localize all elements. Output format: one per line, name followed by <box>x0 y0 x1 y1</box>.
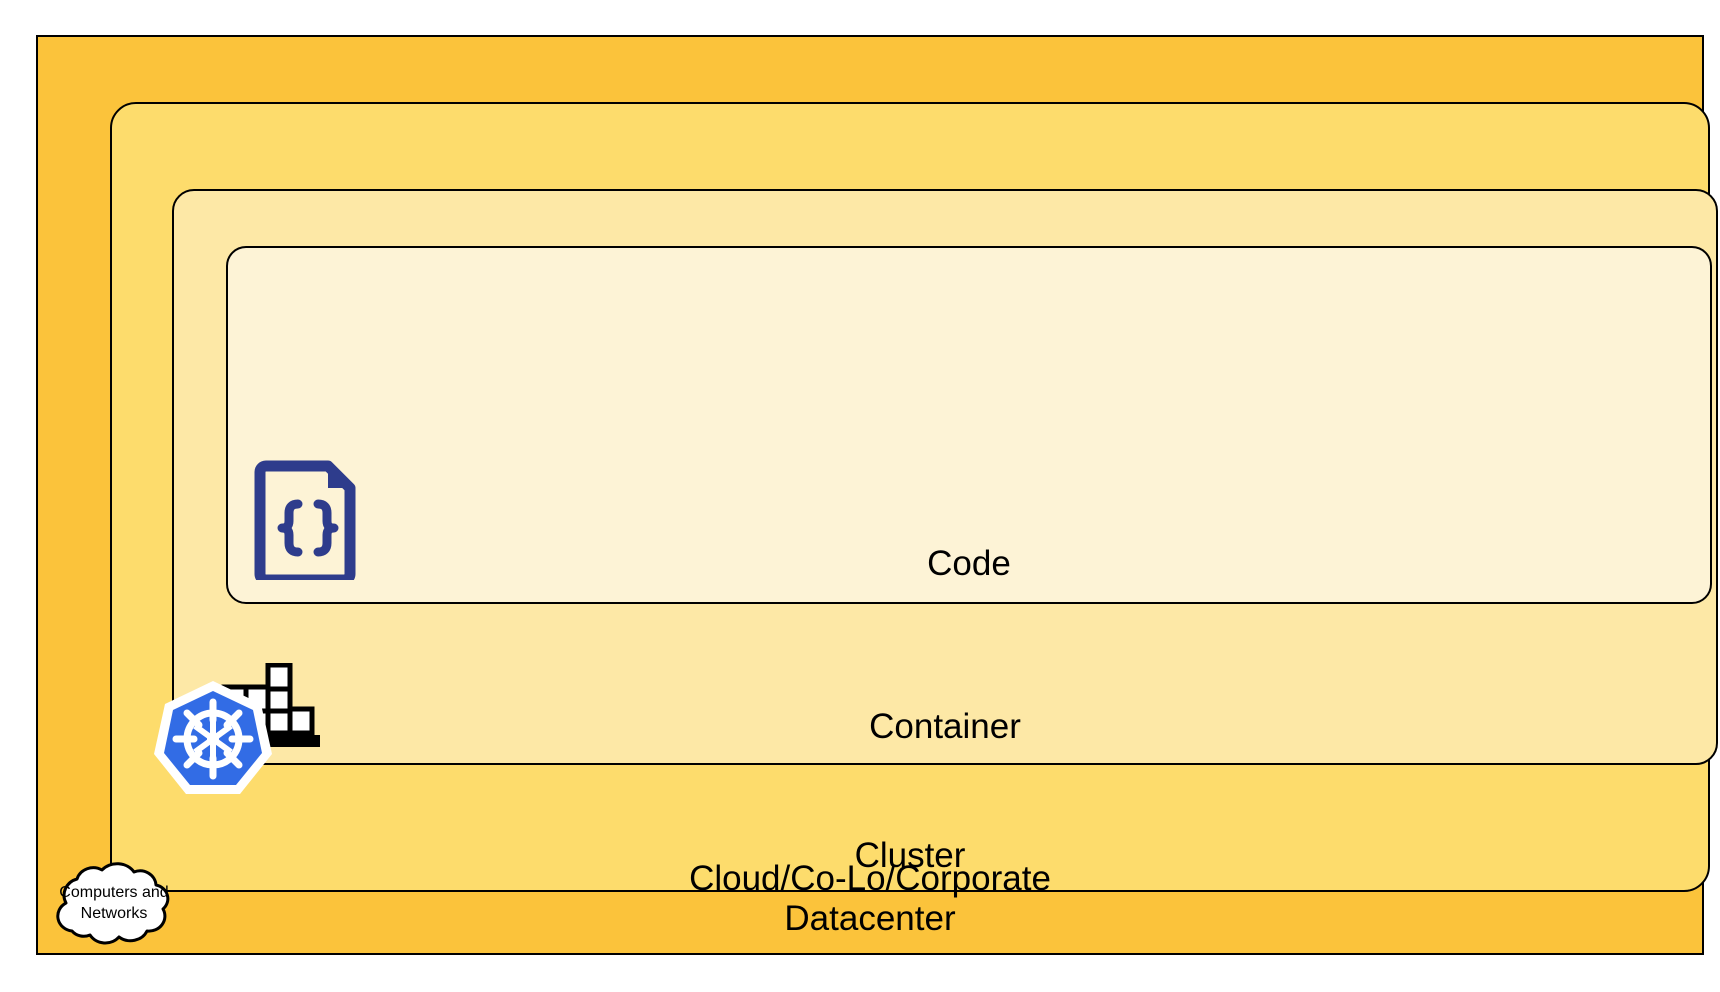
layer-code: Code <box>226 246 1712 604</box>
layer-container: Code <box>172 189 1718 765</box>
layer-datacenter: Code <box>36 35 1718 955</box>
layer-label-container: Container <box>869 707 1021 746</box>
code-document-icon <box>254 460 362 586</box>
cloud-callout-computers-and-networks: Computers and Networks <box>38 855 190 951</box>
layer-cluster: Code <box>110 102 1718 892</box>
layer-label-code: Code <box>927 544 1011 583</box>
kubernetes-icon <box>154 680 272 798</box>
layer-label-cluster: Cluster <box>854 836 966 875</box>
layer-label-datacenter: Cloud/Co-Lo/Corporate Datacenter <box>689 859 1051 938</box>
